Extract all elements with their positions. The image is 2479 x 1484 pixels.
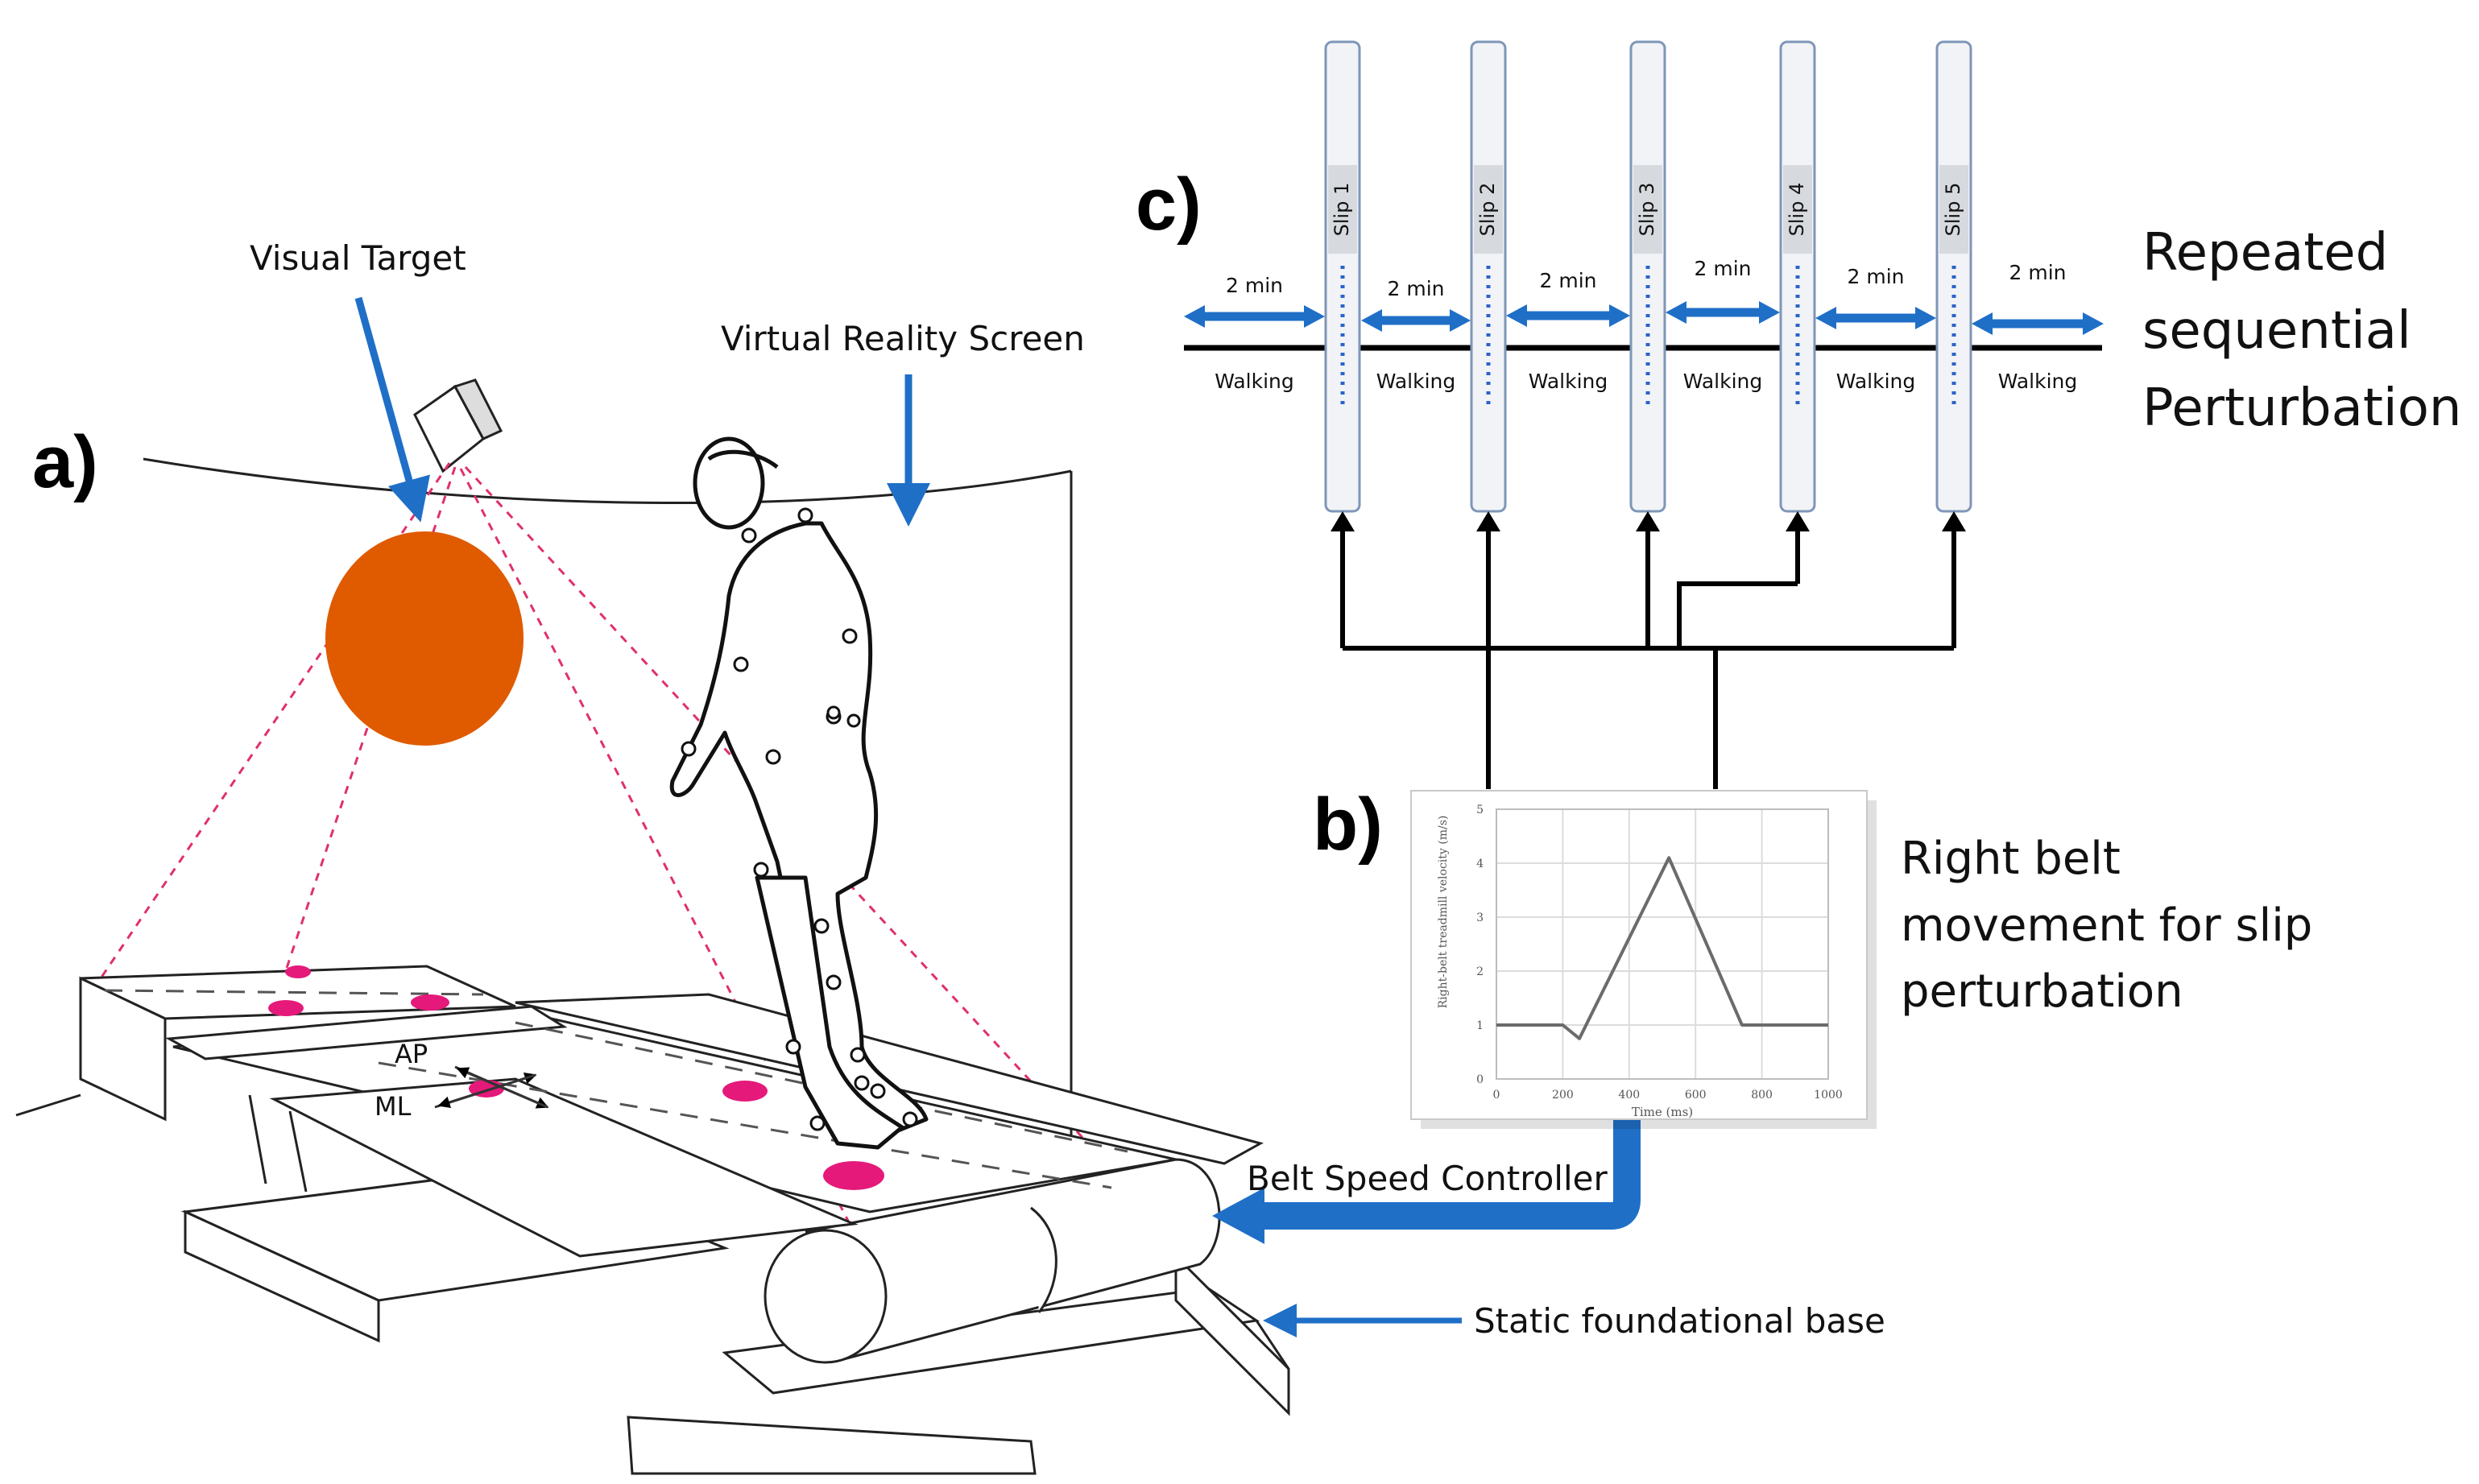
duration-arrowhead-right: [1609, 304, 1630, 327]
slip-label: Slip 1: [1331, 183, 1353, 237]
slip-label: Slip 2: [1476, 183, 1499, 237]
x-tick-label: 200: [1552, 1089, 1574, 1102]
duration-arrowhead-left: [1815, 307, 1836, 329]
belt-speed-controller-arrowhead: [1212, 1188, 1264, 1244]
visual-target-label: Visual Target: [250, 238, 466, 278]
duration-arrowhead-left: [1972, 312, 1993, 335]
duration-label: 2 min: [1388, 277, 1445, 300]
repeated-label-line2: sequential: [2142, 301, 2411, 361]
y-tick-label: 2: [1476, 965, 1484, 978]
projector-icon: [413, 378, 503, 473]
duration-arrowhead-left: [1506, 304, 1527, 327]
duration-label: 2 min: [1540, 269, 1597, 292]
slip-label: Slip 4: [1786, 183, 1808, 237]
duration-label: 2 min: [1226, 274, 1283, 297]
x-tick-label: 400: [1618, 1089, 1640, 1102]
ap-ml-arrows: [434, 1065, 549, 1109]
slip-label-bg: [1939, 165, 1968, 254]
x-tick-label: 1000: [1814, 1089, 1843, 1102]
panel-label-c: c): [1136, 163, 1202, 246]
x-tick-label: 0: [1493, 1089, 1500, 1102]
treadmill: [15, 965, 1290, 1475]
y-tick-label: 1: [1476, 1019, 1484, 1032]
y-tick-label: 3: [1476, 911, 1484, 924]
slip-label-bg: [1474, 165, 1503, 254]
duration-arrowhead-right: [1759, 301, 1780, 324]
x-axis-label: Time (ms): [1632, 1105, 1693, 1119]
slip-label: Slip 5: [1942, 183, 1964, 237]
right-belt-label-line1: Right belt: [1901, 833, 2121, 885]
vr-screen: [143, 457, 1073, 1143]
slip-label-bg: [1328, 165, 1357, 254]
visual-target-arrow: [354, 296, 430, 523]
duration-arrowhead-left: [1184, 305, 1205, 328]
slip-label: Slip 3: [1636, 183, 1658, 237]
walking-label: Walking: [1836, 370, 1916, 393]
y-tick-label: 4: [1476, 858, 1484, 870]
slip-label-bg: [1633, 165, 1662, 254]
trigger-connectors: [1340, 515, 1956, 789]
duration-label: 2 min: [1848, 265, 1905, 288]
duration-label: 2 min: [1695, 257, 1752, 280]
belt-speed-controller-arrow: [1264, 1119, 1641, 1230]
plot-frame: [1496, 808, 1829, 1080]
duration-arrowhead-right: [1915, 307, 1936, 329]
slip-label-bg: [1783, 165, 1812, 254]
right-belt-label-line2: movement for slip: [1901, 899, 2312, 952]
visual-target-sphere: [325, 531, 524, 746]
x-tick-label: 600: [1685, 1089, 1707, 1102]
motion-capture-markers: [681, 507, 918, 1131]
vr-screen-label: Virtual Reality Screen: [721, 319, 1085, 358]
belt-speed-controller-label: Belt Speed Controller: [1247, 1159, 1608, 1198]
walking-label: Walking: [1998, 370, 2078, 393]
velocity-series-line: [1496, 856, 1828, 1040]
walking-label: Walking: [1683, 370, 1763, 393]
protocol-timeline: Slip 1 Slip 2 Slip 3 Slip 4 Slip 5 2 minWalki…: [1184, 40, 2104, 513]
duration-arrowhead-right: [1450, 309, 1471, 332]
walker-figure: [669, 436, 929, 1150]
duration-arrowhead-right: [1304, 305, 1325, 328]
walking-label: Walking: [1376, 370, 1456, 393]
y-axis-label: Right-belt treadmill velocity (m/s): [1437, 816, 1450, 1009]
walking-label: Walking: [1215, 370, 1294, 393]
y-tick-label: 5: [1476, 804, 1484, 816]
panel-label-b: b): [1313, 783, 1383, 866]
static-base-label: Static foundational base: [1474, 1301, 1885, 1341]
duration-label: 2 min: [2009, 261, 2067, 284]
panel-label-a: a): [32, 421, 98, 503]
duration-arrowhead-left: [1361, 309, 1382, 332]
y-tick-label: 0: [1476, 1073, 1484, 1086]
right-belt-label-line3: perturbation: [1901, 965, 2183, 1018]
trigger-arrowheads: [1331, 511, 1966, 531]
x-tick-label: 800: [1751, 1089, 1773, 1102]
repeated-label-line3: Perturbation: [2142, 378, 2461, 438]
duration-arrowhead-right: [2083, 312, 2104, 335]
ap-label: AP: [395, 1039, 428, 1069]
ml-label: ML: [375, 1091, 412, 1122]
repeated-label-line1: Repeated: [2142, 223, 2388, 283]
duration-arrowhead-left: [1666, 301, 1686, 324]
walking-label: Walking: [1529, 370, 1608, 393]
